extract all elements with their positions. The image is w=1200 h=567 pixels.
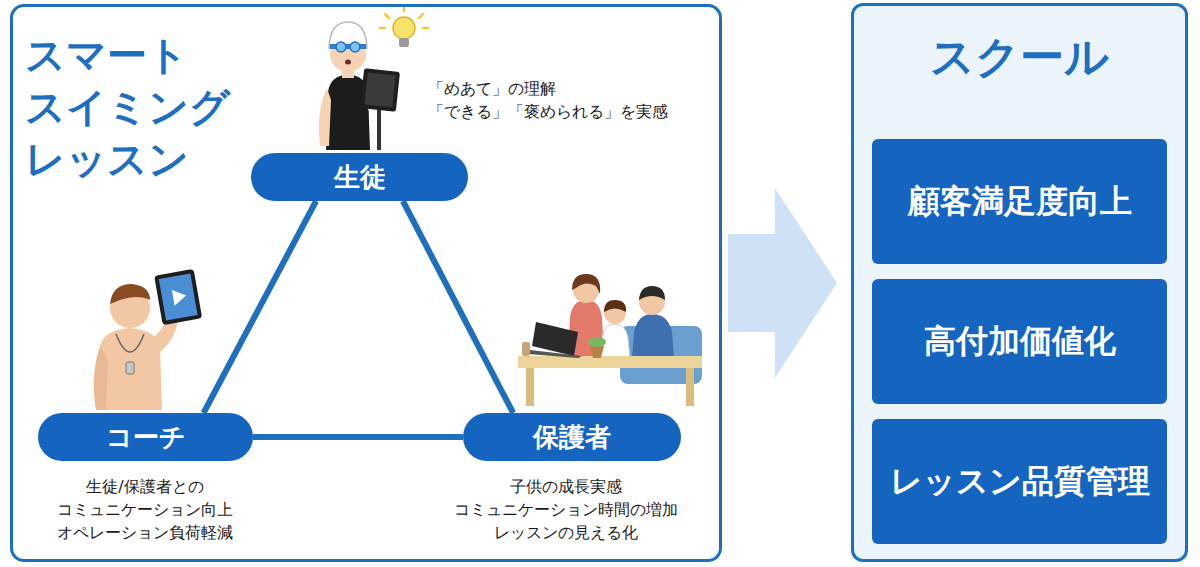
benefit-note: コミュニケーション向上 bbox=[57, 499, 233, 521]
tablet bbox=[360, 68, 400, 112]
role-pill: 保護者 bbox=[463, 413, 681, 461]
lightbulb-icon bbox=[380, 6, 428, 47]
relation-line bbox=[204, 201, 317, 413]
whistle-cord bbox=[116, 334, 144, 352]
school-panel: スクール顧客満足度向上高付加価値化レッスン品質管理 bbox=[851, 3, 1188, 562]
hair bbox=[110, 284, 150, 304]
flow-arrow bbox=[728, 188, 837, 378]
father-hair bbox=[639, 286, 665, 300]
family-illustration bbox=[518, 274, 702, 406]
outcome-box: 顧客満足度向上 bbox=[872, 139, 1167, 264]
relation-line bbox=[403, 201, 513, 413]
benefit-note: 「できる」「褒められる」を実感 bbox=[428, 101, 668, 123]
outcome-box: 高付加価値化 bbox=[872, 279, 1167, 404]
benefit-note: 「めあて」の理解 bbox=[428, 78, 556, 100]
laptop-base bbox=[528, 350, 582, 358]
role-pill: 生徒 bbox=[251, 153, 468, 201]
role-name: コーチ bbox=[106, 420, 186, 455]
cup bbox=[522, 342, 530, 356]
goggle bbox=[350, 42, 360, 52]
outcome-text: 顧客満足度向上 bbox=[908, 180, 1132, 224]
mother-hair bbox=[572, 274, 600, 294]
panel-title: スマート スイミング レッスン bbox=[25, 29, 265, 185]
plant-pot bbox=[590, 346, 604, 358]
tablet-stand bbox=[377, 104, 381, 150]
laptop-screen bbox=[532, 322, 578, 356]
tablet-screen bbox=[364, 73, 395, 108]
role-name: 保護者 bbox=[533, 420, 611, 455]
coach-illustration bbox=[94, 269, 202, 410]
panel-title: スクール bbox=[854, 28, 1185, 87]
child-hair bbox=[604, 300, 626, 312]
benefit-note: コミュニケーション時間の増加 bbox=[454, 499, 678, 521]
outcome-box: レッスン品質管理 bbox=[872, 419, 1167, 544]
whistle bbox=[126, 362, 134, 374]
relation-line bbox=[253, 434, 463, 440]
role-pill: コーチ bbox=[38, 413, 253, 461]
goggle bbox=[336, 42, 346, 52]
benefit-note: 生徒/保護者との bbox=[86, 476, 203, 498]
tablet bbox=[154, 269, 202, 325]
benefit-note: オペレーション負荷軽減 bbox=[57, 522, 233, 544]
outcome-text: レッスン品質管理 bbox=[890, 460, 1150, 504]
table-leg bbox=[686, 368, 694, 406]
plant bbox=[588, 337, 606, 347]
benefit-note: 子供の成長実感 bbox=[510, 476, 622, 498]
student-illustration bbox=[319, 22, 400, 150]
arm bbox=[94, 346, 108, 410]
table-top bbox=[518, 356, 702, 368]
swim-cap bbox=[329, 22, 367, 48]
role-name: 生徒 bbox=[334, 160, 386, 195]
father-body bbox=[632, 314, 674, 358]
arm bbox=[319, 88, 331, 146]
mouth bbox=[345, 60, 351, 65]
benefit-note: レッスンの見える化 bbox=[494, 522, 638, 544]
table-leg bbox=[526, 368, 534, 406]
outcome-text: 高付加価値化 bbox=[924, 320, 1116, 364]
